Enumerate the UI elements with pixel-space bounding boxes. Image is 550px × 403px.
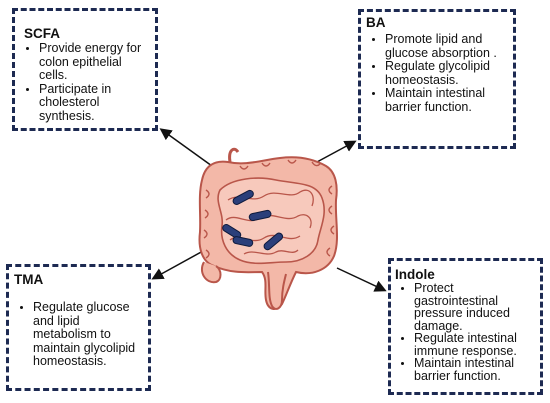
bacterium-rod [232, 189, 254, 205]
indole-title: Indole [395, 267, 435, 282]
bacterium-rod [263, 232, 284, 251]
bacterium-rod [222, 223, 242, 239]
indole-item: Maintain intestinal barrier function. [414, 357, 537, 382]
ba-item: Regulate glycolipid homeostasis. [385, 59, 509, 87]
intestine-illustration [198, 147, 339, 310]
tma-item: Regulate glucose and lipid metabolism to… [33, 300, 145, 369]
ba-item: Promote lipid and glucose absorption . [385, 32, 509, 60]
scfa-box: SCFA Provide energy for colon epithelial… [12, 8, 158, 131]
bacterium-rod [232, 236, 254, 247]
indole-box: Indole Protect gastrointestinal pressure… [388, 258, 543, 395]
indole-list: Protect gastrointestinal pressure induce… [395, 282, 537, 382]
arrow-to-scfa [159, 128, 213, 167]
tma-list: Regulate glucose and lipid metabolism to… [14, 300, 145, 369]
tma-box: TMA Regulate glucose and lipid metabolis… [6, 264, 151, 391]
indole-item: Regulate intestinal immune response. [414, 332, 537, 357]
scfa-title: SCFA [24, 26, 61, 41]
arrow-to-indole [336, 267, 387, 292]
ba-box: BA Promote lipid and glucose absorption … [358, 9, 516, 149]
ba-item: Maintain intestinal barrier function. [385, 86, 509, 114]
scfa-item: Provide energy for colon epithelial cell… [39, 41, 151, 83]
bacteria-group [222, 189, 284, 251]
ba-list: Promote lipid and glucose absorption . R… [366, 32, 509, 114]
scfa-item: Participate in cholesterol synthesis. [39, 82, 151, 124]
scfa-list: Provide energy for colon epithelial cell… [20, 41, 151, 124]
tma-title: TMA [14, 272, 44, 287]
arrow-to-tma [151, 250, 204, 280]
ba-title: BA [366, 15, 386, 30]
bacterium-rod [248, 209, 272, 222]
indole-item: Protect gastrointestinal pressure induce… [414, 282, 537, 332]
